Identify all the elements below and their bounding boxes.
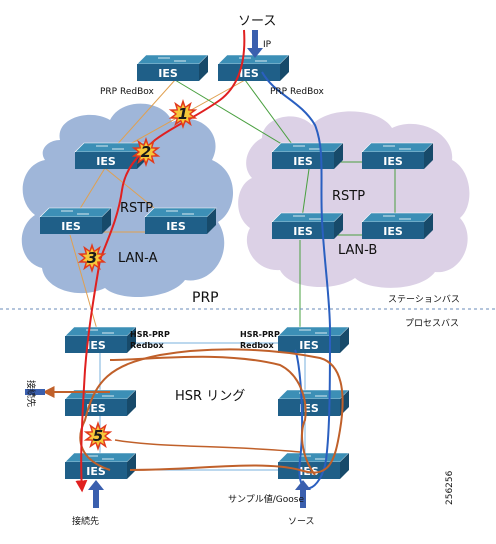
orange-path-outer bbox=[79, 348, 344, 474]
lan-a-label: LAN-A bbox=[118, 251, 158, 266]
switch-label: IES bbox=[299, 339, 319, 352]
switch-lan-b-top-right: IES bbox=[361, 142, 434, 169]
switch-label: IES bbox=[86, 465, 106, 478]
hsr-prp-left-label-2: Redbox bbox=[130, 341, 165, 350]
prp-redbox-right-label: PRP RedBox bbox=[270, 87, 324, 97]
switch-port-arrows-icon bbox=[96, 145, 124, 150]
switch-port-arrows-icon bbox=[383, 215, 411, 220]
switch-port-arrows-icon bbox=[166, 210, 194, 215]
fault-number: 1 bbox=[178, 105, 188, 123]
switch-label: IES bbox=[383, 155, 403, 168]
switch-label: IES bbox=[299, 402, 319, 415]
hsr-prp-right-label-1: HSR-PRP bbox=[240, 330, 280, 339]
switch-port-arrows-icon bbox=[158, 57, 186, 62]
rstp-b-label: RSTP bbox=[332, 189, 365, 204]
switch-label: IES bbox=[383, 225, 403, 238]
station-bus-label: ステーションバス bbox=[388, 294, 460, 305]
fault-burst-5: 5 bbox=[83, 421, 113, 451]
switch-hsr-mid-right: IES bbox=[277, 389, 350, 416]
switch-hsr-redbox-left: IES bbox=[64, 326, 137, 353]
process-bus-label: プロセスバス bbox=[405, 318, 459, 329]
switch-label: IES bbox=[293, 225, 313, 238]
switch-lan-a-right: IES bbox=[144, 207, 217, 234]
switch-label: IES bbox=[166, 220, 186, 233]
hsr-prp-right-label-2: Redbox bbox=[240, 341, 275, 350]
switch-lan-b-bottom-left: IES bbox=[271, 212, 344, 239]
switch-hsr-redbox-right: IES bbox=[277, 326, 350, 353]
figure-id-label: 256256 bbox=[445, 470, 455, 505]
switch-label: IES bbox=[86, 402, 106, 415]
switch-prp-redbox-right: IES bbox=[217, 54, 290, 81]
switch-lan-a-left: IES bbox=[39, 207, 112, 234]
lan-b-label: LAN-B bbox=[338, 243, 377, 258]
switch-port-arrows-icon bbox=[293, 145, 321, 150]
switch-label: IES bbox=[158, 67, 178, 80]
switch-lan-a-top: IES bbox=[74, 142, 147, 169]
blue-path bbox=[261, 71, 332, 490]
diagram-labels: ソース IP PRP RedBox PRP RedBox RSTP LAN-A … bbox=[25, 14, 460, 527]
switch-lan-b-top-left: IES bbox=[271, 142, 344, 169]
switch-label: IES bbox=[86, 339, 106, 352]
switch-port-arrows-icon bbox=[299, 329, 327, 334]
fault-burst-3: 3 bbox=[77, 243, 107, 273]
prp-label: PRP bbox=[192, 290, 219, 306]
rstp-a-label: RSTP bbox=[120, 201, 153, 216]
switch-label: IES bbox=[61, 220, 81, 233]
source-top-label: ソース bbox=[238, 14, 276, 29]
switch-port-arrows-icon bbox=[86, 329, 114, 334]
switch-port-arrows-icon bbox=[239, 57, 267, 62]
switch-port-arrows-icon bbox=[383, 145, 411, 150]
switch-port-arrows-icon bbox=[293, 215, 321, 220]
hsr-prp-left-label-1: HSR-PRP bbox=[130, 330, 170, 339]
arrow-ip-down bbox=[247, 30, 263, 58]
sample-goose-label: サンプル値/Goose bbox=[228, 493, 304, 505]
fault-number: 3 bbox=[87, 249, 97, 267]
switch-label: IES bbox=[96, 155, 116, 168]
prp-redbox-left-label: PRP RedBox bbox=[100, 87, 154, 97]
switch-hsr-mid-left: IES bbox=[64, 389, 137, 416]
switch-label: IES bbox=[293, 155, 313, 168]
source-arrows bbox=[25, 30, 311, 508]
arrow-left-dest bbox=[25, 389, 45, 395]
arrow-bottom-dest-up bbox=[88, 480, 104, 508]
red-path bbox=[75, 29, 246, 493]
dest-left-label: 接続先 bbox=[25, 380, 37, 407]
dest-bottom-label: 接続先 bbox=[72, 515, 99, 527]
orange-path-bottom bbox=[114, 439, 301, 453]
orange-path-inner bbox=[109, 355, 316, 476]
fault-number: 5 bbox=[93, 427, 103, 445]
fault-burst-2: 2 bbox=[131, 137, 161, 167]
switch-lan-b-bottom-right: IES bbox=[361, 212, 434, 239]
hsr-ring-label: HSR リング bbox=[175, 389, 245, 404]
fault-burst-1: 1 bbox=[168, 99, 198, 129]
switch-group: IES IES IES IES IES IES IES IES IES IES IES IES IES I… bbox=[39, 54, 434, 479]
ip-label: IP bbox=[263, 40, 272, 50]
switch-label: IES bbox=[239, 67, 259, 80]
switch-port-arrows-icon bbox=[61, 210, 89, 215]
switch-hsr-bottom-right: IES bbox=[277, 452, 350, 479]
arrow-bottom-source-up bbox=[295, 480, 311, 508]
switch-prp-redbox-left: IES bbox=[136, 54, 209, 81]
fault-markers: 1 2 3 5 bbox=[77, 99, 198, 451]
source-bottom-label: ソース bbox=[288, 517, 315, 527]
fault-number: 2 bbox=[141, 143, 151, 161]
